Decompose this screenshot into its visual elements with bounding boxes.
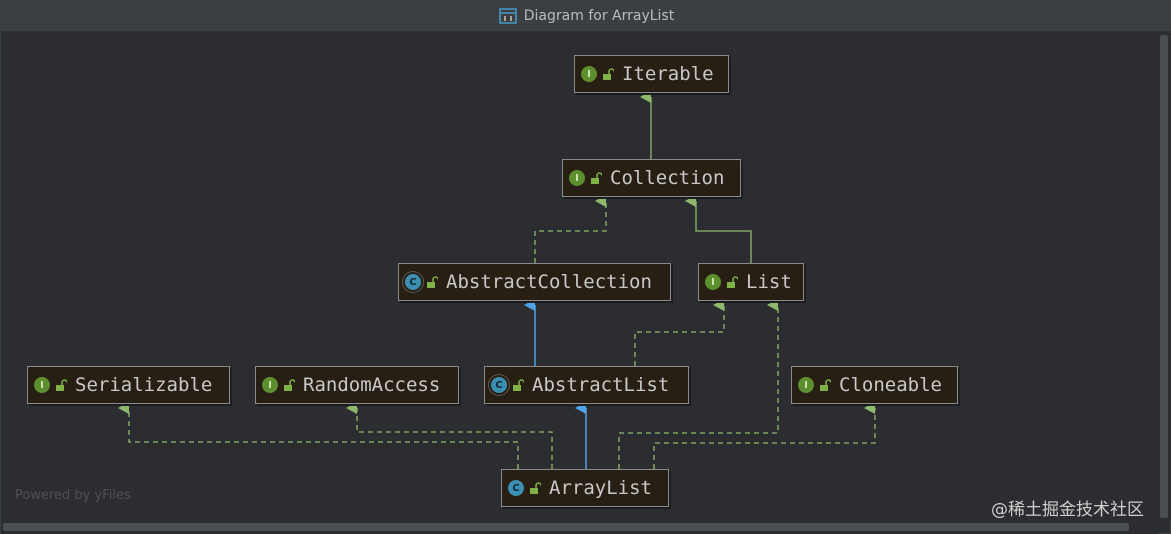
open-lock-icon — [727, 276, 738, 288]
node-label: List — [746, 271, 792, 293]
interface-icon: I — [262, 377, 278, 393]
node-serializable[interactable]: I Serializable — [27, 366, 230, 404]
node-list[interactable]: I List — [698, 263, 804, 301]
node-array-list[interactable]: C ArrayList — [501, 469, 669, 507]
node-label: AbstractList — [532, 374, 670, 396]
edge-abstractcollection-collection — [534, 195, 607, 263]
open-lock-icon — [603, 68, 614, 80]
title-bar: Diagram for ArrayList — [1, 1, 1171, 32]
node-label: Cloneable — [839, 374, 942, 396]
open-lock-icon — [530, 482, 541, 494]
edge-abstractlist-list — [634, 299, 725, 366]
class-icon: C — [508, 480, 524, 496]
edge-arraylist-randomaccess — [346, 402, 553, 469]
open-lock-icon — [513, 379, 524, 391]
vertical-scrollbar[interactable] — [1158, 33, 1171, 520]
vertical-scroll-thumb[interactable] — [1160, 35, 1168, 518]
horizontal-scrollbar[interactable] — [1, 520, 1157, 534]
node-label: ArrayList — [549, 477, 652, 499]
interface-icon: I — [705, 274, 721, 290]
node-label: Collection — [610, 167, 725, 189]
node-abstract-collection[interactable]: C AbstractCollection — [398, 263, 671, 301]
open-lock-icon — [591, 172, 602, 184]
node-iterable[interactable]: I Iterable — [574, 55, 729, 93]
node-label: Serializable — [75, 374, 213, 396]
diagram-canvas[interactable]: I Iterable I Collection C AbstractCollec… — [2, 33, 1158, 521]
edges-layer — [118, 91, 876, 469]
watermark: @稀土掘金技术社区 — [991, 500, 1144, 520]
edge-list-collection — [685, 195, 752, 263]
interface-icon: I — [569, 170, 585, 186]
node-label: AbstractCollection — [446, 271, 652, 293]
edge-arraylist-serializable — [118, 402, 519, 469]
diagram-icon — [499, 8, 517, 24]
node-label: RandomAccess — [303, 374, 441, 396]
abstract-class-icon: C — [405, 274, 421, 290]
edge-arraylist-list — [618, 299, 779, 469]
node-cloneable[interactable]: I Cloneable — [791, 366, 958, 404]
node-collection[interactable]: I Collection — [562, 159, 741, 197]
open-lock-icon — [284, 379, 295, 391]
interface-icon: I — [798, 377, 814, 393]
interface-icon: I — [34, 377, 50, 393]
edge-arraylist-cloneable — [653, 402, 876, 469]
node-label: Iterable — [622, 63, 714, 85]
node-abstract-list[interactable]: C AbstractList — [484, 366, 689, 404]
interface-icon: I — [581, 66, 597, 82]
window-title: Diagram for ArrayList — [523, 8, 675, 24]
open-lock-icon — [56, 379, 67, 391]
abstract-class-icon: C — [491, 377, 507, 393]
open-lock-icon — [820, 379, 831, 391]
powered-by-label: Powered by yFiles — [15, 488, 131, 503]
horizontal-scroll-thumb[interactable] — [3, 523, 1129, 531]
open-lock-icon — [427, 276, 438, 288]
node-random-access[interactable]: I RandomAccess — [255, 366, 459, 404]
